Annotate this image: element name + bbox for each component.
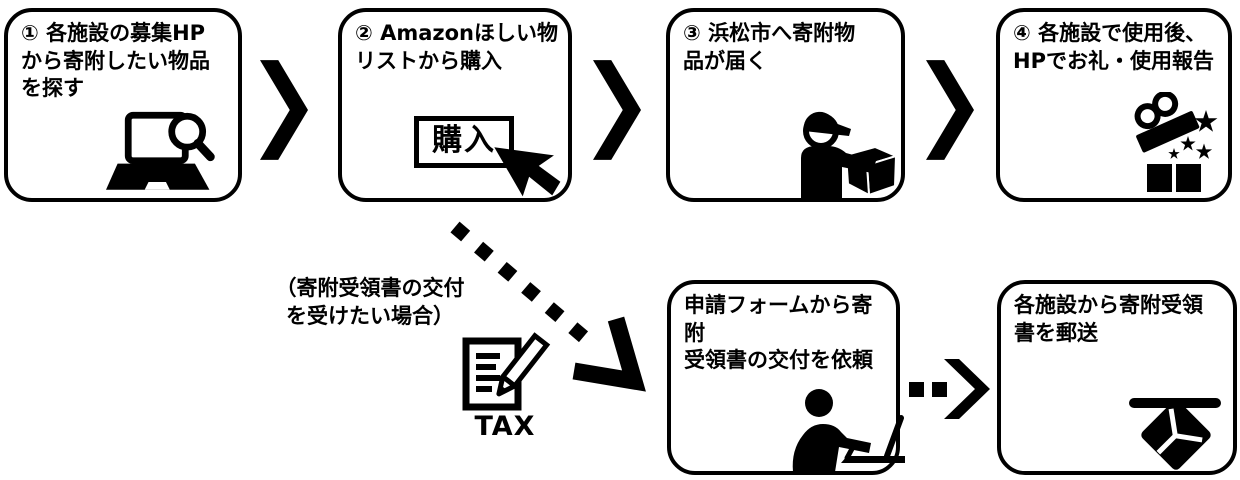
dashed-right-arrow-icon (909, 359, 990, 419)
chevron-right-arrow (926, 60, 974, 160)
step-1-text: ① 各施設の募集HP から寄附したい物品 を探す (21, 21, 210, 101)
chevron-right-arrow (593, 60, 641, 160)
step-3-text: ③ 浜松市へ寄附物 品が届く (683, 21, 856, 73)
tax-label: TAX (474, 411, 536, 442)
buy-button: 購入 (414, 116, 514, 168)
tax-document-pencil-icon (462, 332, 551, 411)
cursor-icon (494, 147, 561, 197)
receipt-2-text: 各施設から寄附受領 書を郵送 (1014, 293, 1203, 345)
gift-box-stars-icon (1134, 92, 1218, 192)
person-typing-laptop-icon (792, 389, 905, 472)
delivery-person-icon (801, 111, 899, 200)
step-2-text: ② Amazonほしい物 リストから購入 (355, 21, 558, 73)
step-box-3: ③ 浜松市へ寄附物 品が届く (666, 8, 905, 202)
laptop-search-icon (106, 111, 215, 190)
step-box-4: ④ 各施設で使用後、 HPでお礼・使用報告 (996, 8, 1232, 202)
step-box-1: ① 各施設の募集HP から寄附したい物品 を探す (4, 8, 242, 202)
step-box-2: ② Amazonほしい物 リストから購入 購入 (338, 8, 572, 202)
step-4-text: ④ 各施設で使用後、 HPでお礼・使用報告 (1013, 21, 1214, 73)
receipt-box-2: 各施設から寄附受領 書を郵送 (997, 280, 1237, 475)
chevron-right-arrow (260, 60, 308, 160)
receipt-1-text: 申請フォームから寄附 受領書の交付を依頼 (684, 293, 873, 373)
tax-block: TAX (459, 332, 551, 442)
receipt-box-1: 申請フォームから寄附 受領書の交付を依頼 (667, 280, 905, 475)
mail-envelope-icon (1129, 398, 1221, 470)
condition-note: （寄附受領書の交付 を受けたい場合） (275, 276, 465, 329)
dashed-diagonal-arrow-icon (450, 221, 646, 392)
